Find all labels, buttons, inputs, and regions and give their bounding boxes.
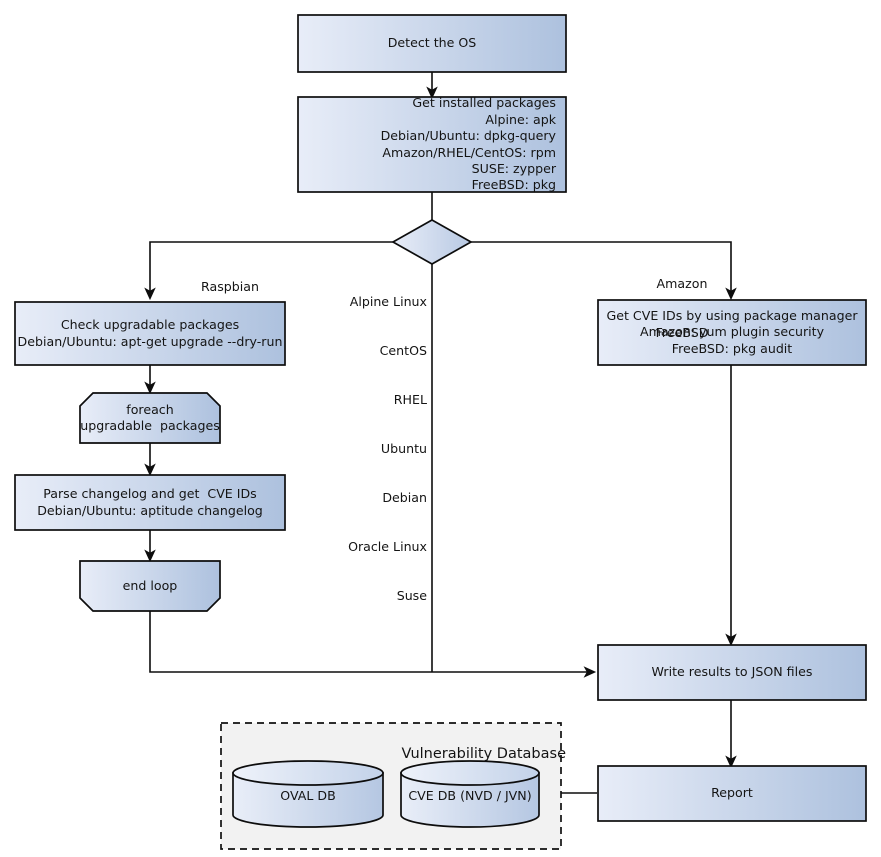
os-list-item-4: Ubuntu <box>380 440 427 456</box>
vulnerability-database-title: Vulnerability Database <box>281 729 566 781</box>
os-list-item-5: Debian <box>382 490 427 506</box>
hit-end-loop[interactable] <box>80 561 220 611</box>
node-report[interactable] <box>597 765 867 822</box>
vuln-db-title-text: Vulnerability Database <box>401 746 566 763</box>
os-list-item-7: Suse <box>396 588 427 604</box>
hit-parse-changelog[interactable] <box>15 475 285 530</box>
os-list-item-6: Oracle Linux <box>348 539 427 555</box>
edge-decision-amazon-freebsd <box>471 241 737 301</box>
node-cve-db[interactable] <box>400 760 540 828</box>
os-list-item-1: Alpine Linux <box>349 293 427 309</box>
hit-check-upgradable[interactable] <box>15 302 285 365</box>
amazon-text: Amazon <box>656 275 708 291</box>
node-check-upgradable[interactable] <box>14 301 286 366</box>
hit-report[interactable] <box>598 766 866 821</box>
hit-get-cve-ids[interactable] <box>598 300 866 365</box>
hit-os-decision[interactable] <box>393 220 471 264</box>
hit-write-results[interactable] <box>598 645 866 700</box>
raspbian-text: Raspbian <box>201 279 259 295</box>
edge-label-amazon-freebsd: Amazon FreeBSD <box>637 243 727 374</box>
edge-label-os-list: Alpine Linux CentOS RHEL Ubuntu Debian O… <box>307 261 427 637</box>
edge-decision-raspbian <box>144 241 393 301</box>
edge-endloop-to-write <box>149 611 597 678</box>
node-foreach-loop-start[interactable] <box>79 392 221 444</box>
freebsd-text: FreeBSD <box>655 324 709 340</box>
node-get-installed-packages[interactable] <box>297 96 567 193</box>
node-end-loop[interactable] <box>79 560 221 612</box>
hit-get-installed-packages[interactable] <box>298 97 566 192</box>
node-os-decision[interactable] <box>391 219 473 265</box>
node-oval-db[interactable] <box>232 760 384 828</box>
hit-foreach-loop-start[interactable] <box>80 393 220 443</box>
node-write-results[interactable] <box>597 644 867 701</box>
os-list-item-2: CentOS <box>379 342 427 358</box>
hit-oval-db[interactable] <box>233 761 383 827</box>
os-list-item-3: RHEL <box>393 391 427 407</box>
hit-cve-db[interactable] <box>401 761 539 827</box>
node-get-cve-ids[interactable] <box>597 299 867 366</box>
hit-detect-os[interactable] <box>298 15 566 72</box>
connector-group <box>144 72 737 794</box>
node-parse-changelog[interactable] <box>14 474 286 531</box>
node-detect-os[interactable] <box>297 14 567 73</box>
edge-label-raspbian: Raspbian <box>172 263 272 312</box>
